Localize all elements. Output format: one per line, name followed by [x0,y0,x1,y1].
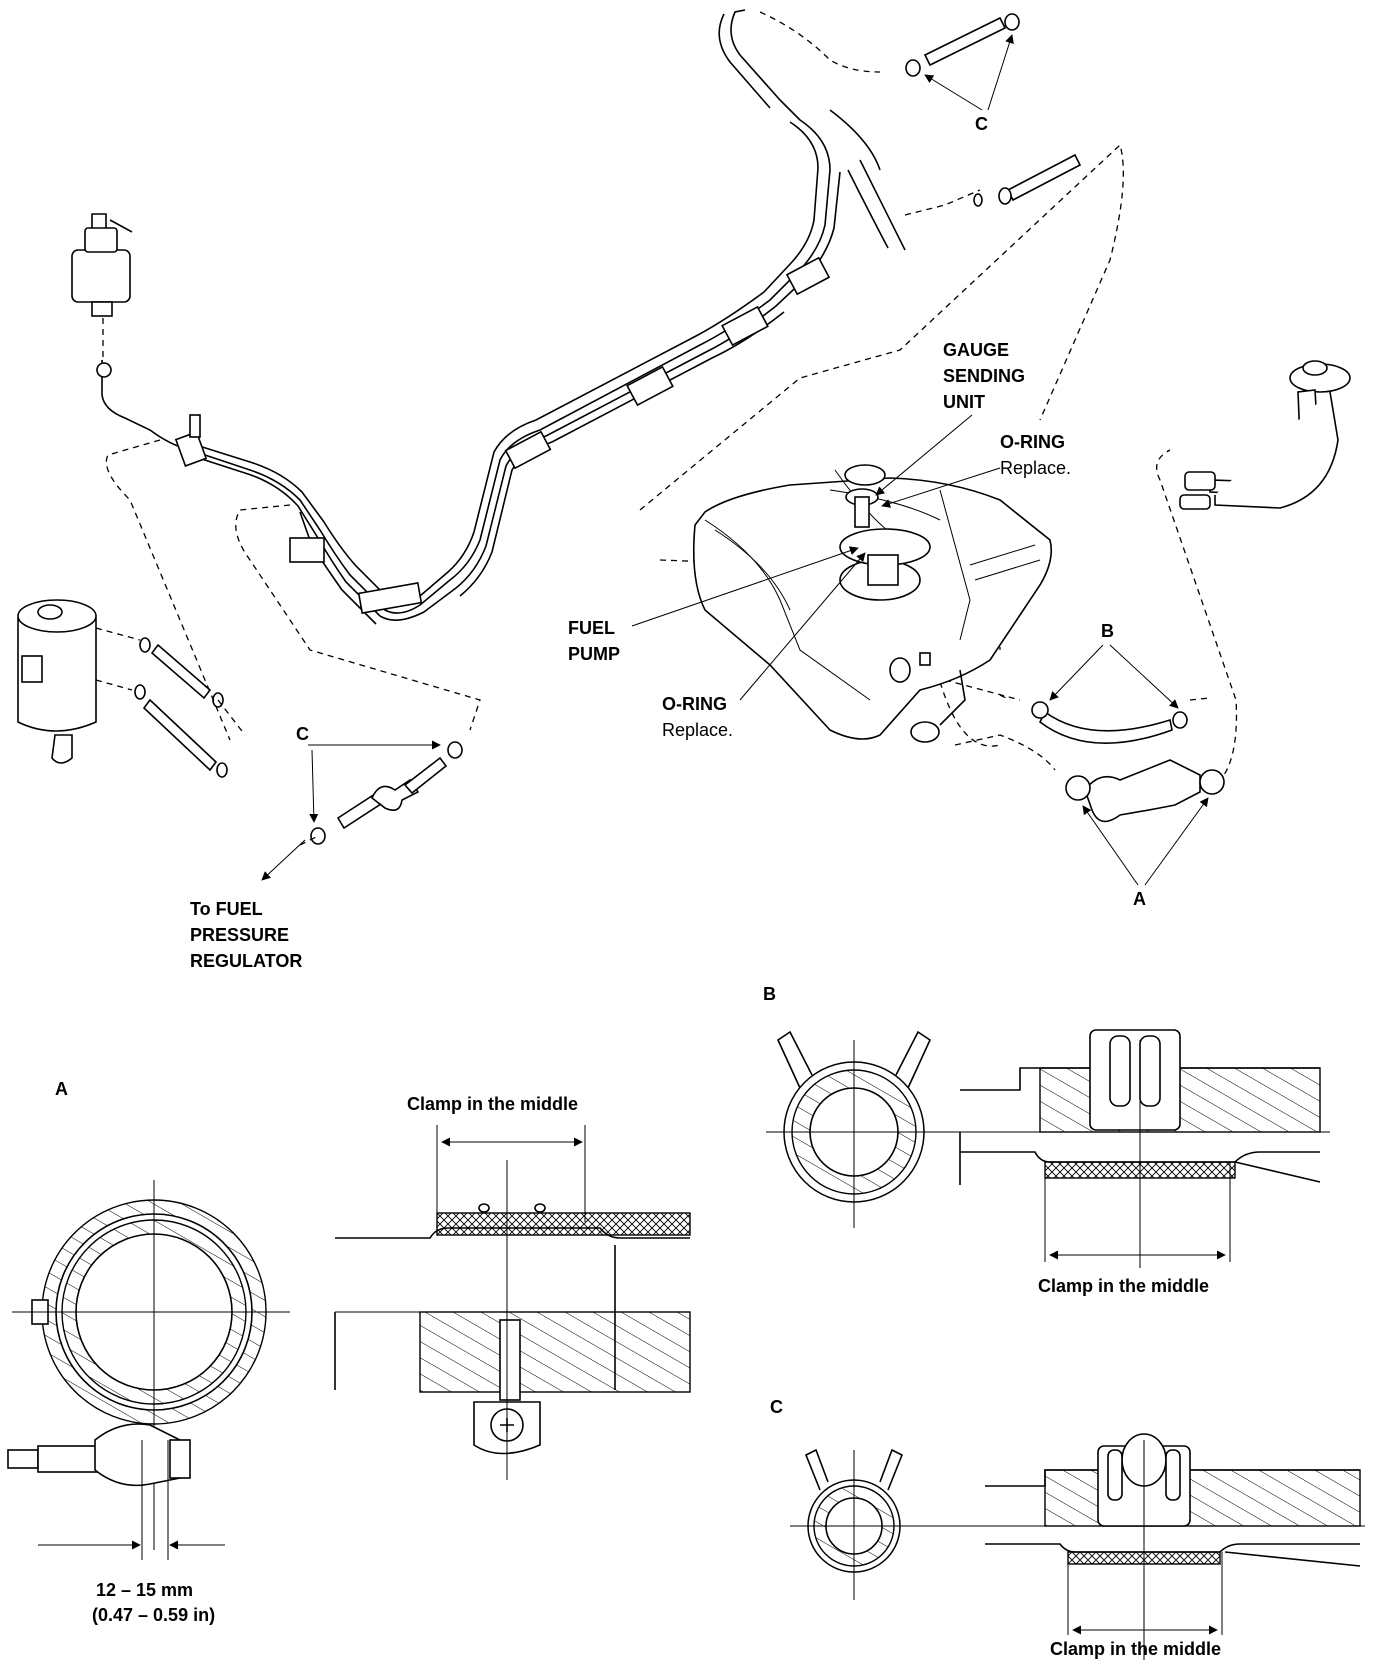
gauge-unit-leader [875,414,973,496]
upper-hose-assembly [905,13,1082,207]
line-clamp-brackets [174,256,831,614]
label-gauge-line-3: UNIT [943,392,985,412]
callout-a-arrow-1 [1082,805,1139,886]
detail-b-clamp-note: Clamp in the middle [1038,1276,1209,1296]
fuel-pump-leader [631,546,859,627]
callout-c-top-arrow-1 [924,74,983,111]
label-o-ring-top: O-RING [1000,432,1065,452]
callout-c-top-arrow-2 [987,34,1014,111]
label-to-regulator-1: To FUEL [190,899,263,919]
label-fuel-pump-line-1: FUEL [568,618,615,638]
label-fuel-pump-line-2: PUMP [568,644,620,664]
callout-c-left-arrow-2 [309,749,319,823]
label-o-ring-bottom-note: Replace. [662,720,733,740]
canister-hoses [95,627,246,778]
callout-a: A [1133,889,1146,909]
filler-hoses [1031,701,1225,823]
label-o-ring-bottom: O-RING [662,694,727,714]
regulator-return-hose [299,741,463,846]
detail-b: B Clamp in the middle [763,984,1330,1296]
callout-b: B [1101,621,1114,641]
o-ring-bottom-leader [739,552,866,701]
callout-b-arrow-2 [1109,644,1179,709]
callout-c-left: C [296,724,309,744]
detail-b-letter: B [763,984,776,1004]
label-o-ring-top-note: Replace. [1000,458,1071,478]
detail-a-dimension-imperial: (0.47 – 0.59 in) [92,1605,215,1625]
detail-c: C Clamp in the middle [770,1397,1365,1660]
callout-c-top: C [975,114,988,134]
detail-a-letter: A [55,1079,68,1099]
callout-a-arrow-2 [1144,797,1209,886]
label-gauge-line-1: GAUGE [943,340,1009,360]
fuel-tank [693,464,1053,743]
label-to-regulator-3: REGULATOR [190,951,302,971]
fuel-filter [71,213,133,378]
label-gauge-line-2: SENDING [943,366,1025,386]
detail-a: A Clamp in the middle 12 – 15 mm (0.47 –… [7,1079,691,1625]
detail-a-clamp-note: Clamp in the middle [407,1094,578,1114]
detail-a-dimension: 12 – 15 mm [96,1580,193,1600]
detail-c-clamp-note: Clamp in the middle [1050,1639,1221,1659]
o-ring-top-leader [881,467,1001,508]
filler-neck [1179,360,1351,510]
label-to-regulator-2: PRESSURE [190,925,289,945]
callout-b-arrow-1 [1049,644,1104,701]
to-regulator-arrow [261,839,306,881]
detail-c-letter: C [770,1397,783,1417]
evap-canister [17,599,97,764]
routing-dashed-lines [105,11,1238,791]
